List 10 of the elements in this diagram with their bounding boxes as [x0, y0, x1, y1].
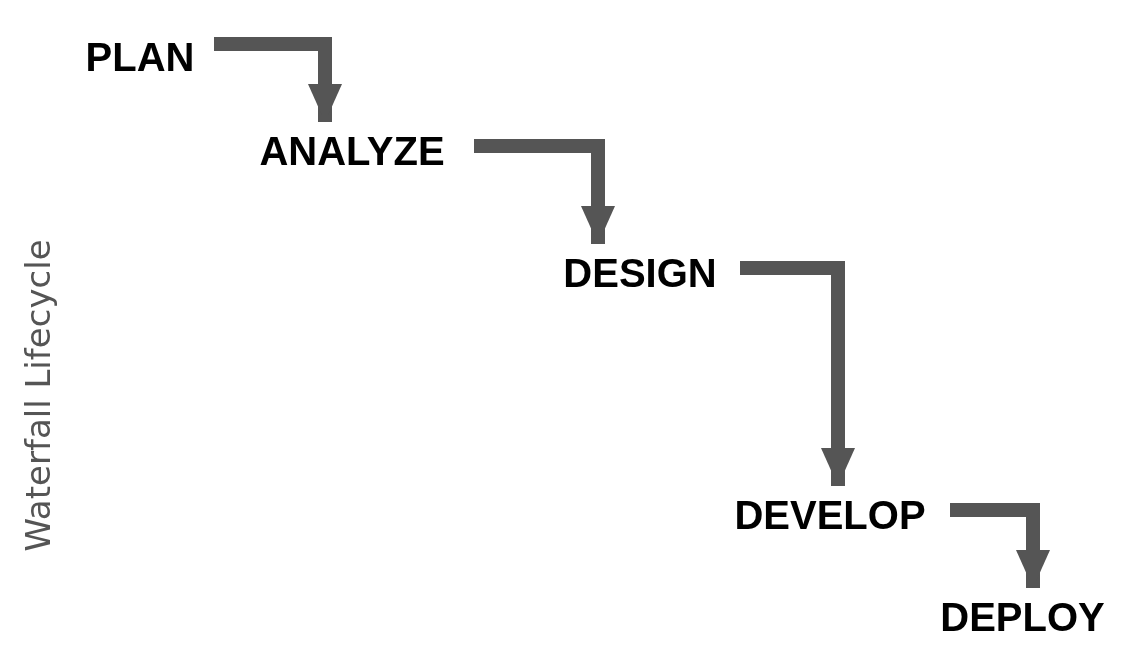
step-label: DESIGN [563, 253, 717, 293]
arrow [950, 503, 1050, 588]
step-label: DEPLOY [940, 597, 1105, 637]
arrow [474, 139, 615, 244]
step-label: PLAN [85, 37, 195, 77]
step-label: DEVELOP [734, 495, 926, 535]
arrow [740, 261, 855, 486]
diagram-title: Waterfall Lifecycle [16, 238, 59, 552]
arrow [214, 37, 342, 122]
step-label: ANALYZE [259, 131, 445, 171]
